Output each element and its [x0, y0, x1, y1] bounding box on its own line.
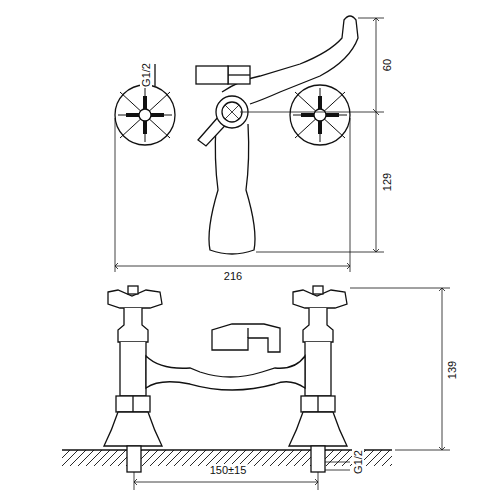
dimension-label: 216 — [223, 270, 243, 282]
dimension-label: 129 — [381, 172, 393, 192]
dimension-label: G1/2 — [140, 62, 152, 88]
dimension-label: 150±15 — [209, 464, 248, 476]
dimension-label: G1/2 — [352, 449, 364, 475]
dimension-label: 60 — [381, 58, 393, 72]
front-view — [62, 286, 450, 490]
top-view — [115, 16, 384, 272]
dimension-label: 139 — [446, 360, 458, 380]
